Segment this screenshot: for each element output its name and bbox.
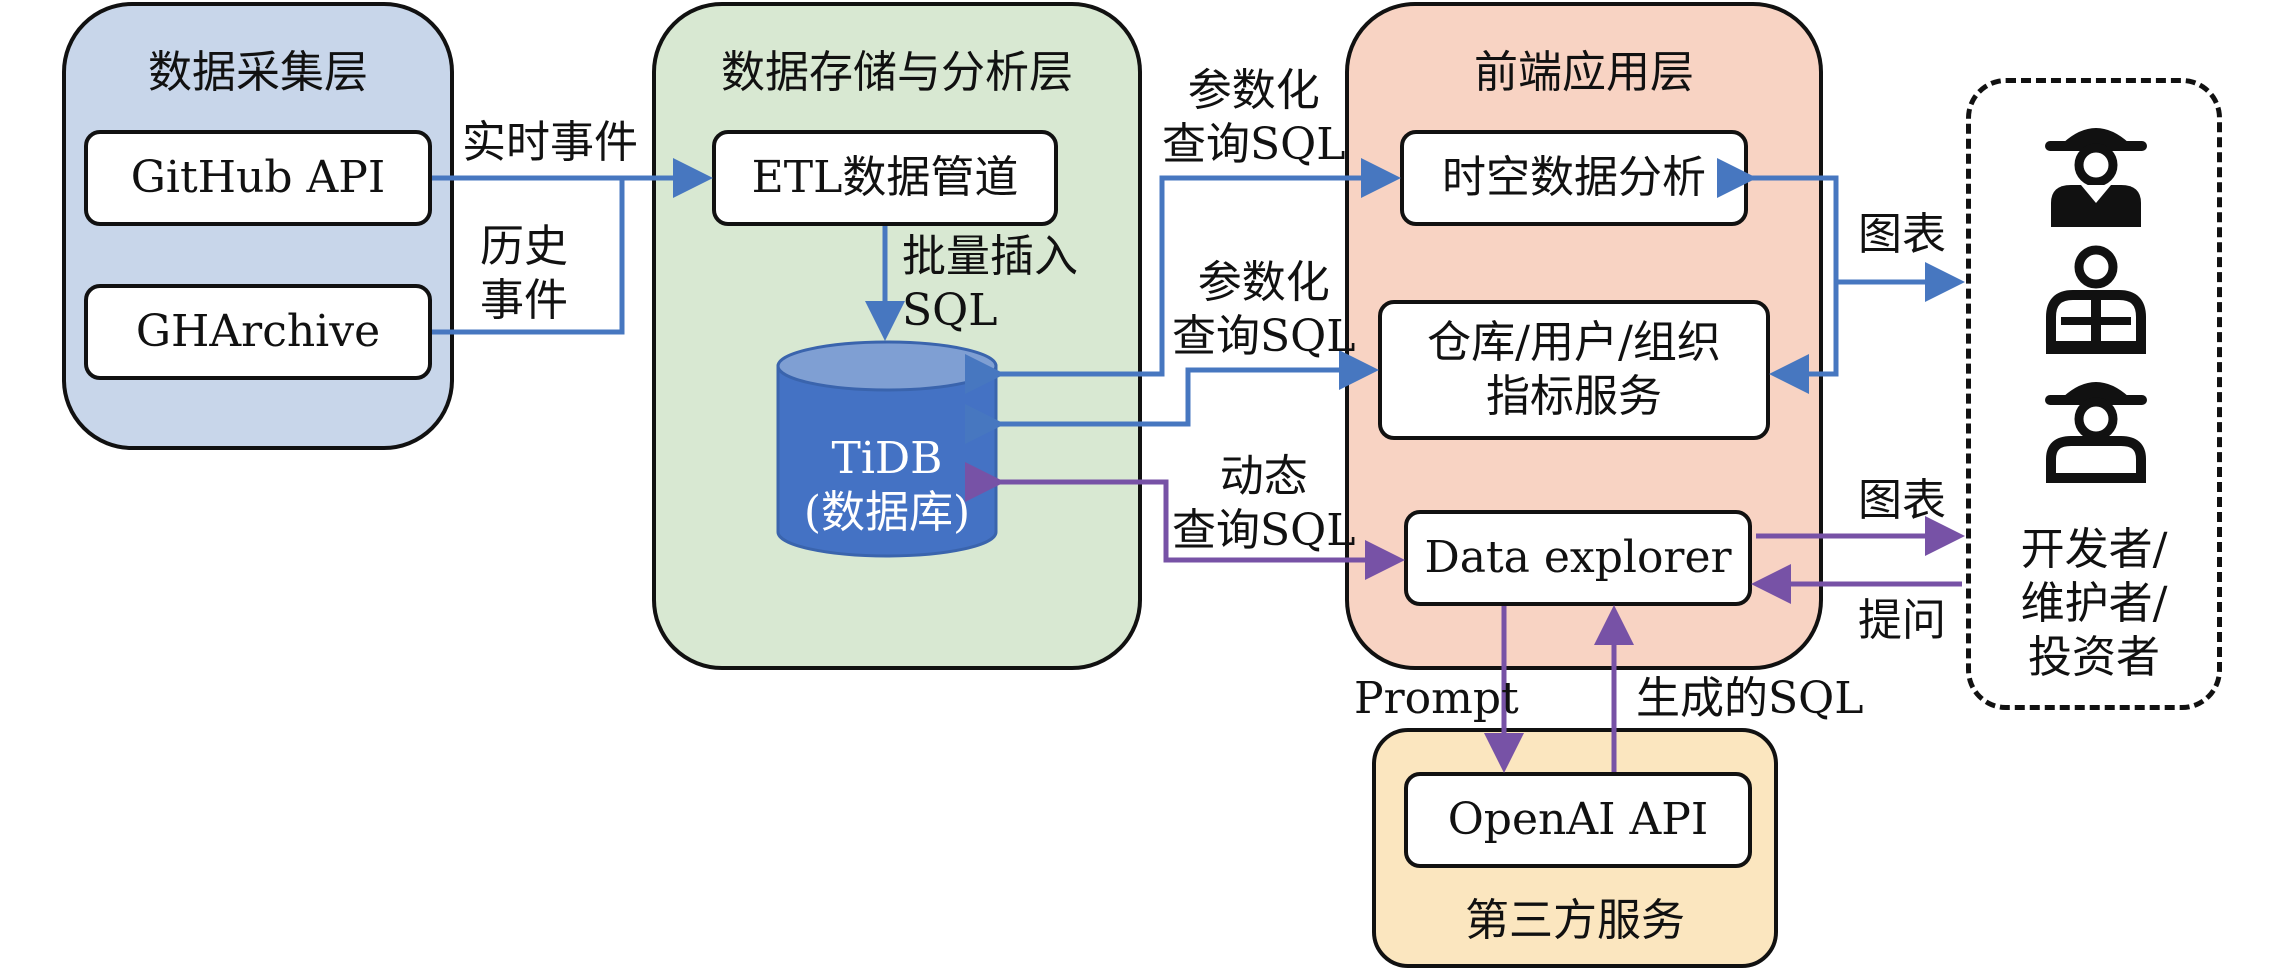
metrics-service-node: 仓库/用户/组织 指标服务 xyxy=(1378,300,1770,440)
person-with-hat-icon xyxy=(2045,382,2147,483)
arrow-gharchive-to-etl xyxy=(432,178,625,335)
label-generated-sql: 生成的SQL xyxy=(1636,673,1864,724)
metrics-service-line2: 指标服务 xyxy=(1486,371,1662,422)
label-batch-line1: 批量插入 xyxy=(902,231,1078,282)
label-charts-2: 图表 xyxy=(1858,475,1946,526)
label-param-sql-1: 参数化 查询SQL xyxy=(1162,64,1345,172)
openai-api-node: OpenAI API xyxy=(1404,772,1752,868)
arrow-frontend-to-users xyxy=(1717,158,1839,394)
person-with-hat-icon xyxy=(2045,128,2147,227)
person-icon xyxy=(2046,245,2146,354)
label-ask: 提问 xyxy=(1858,595,1946,646)
github-api-node: GitHub API xyxy=(84,130,432,226)
tidb-database-node: TiDB (数据库) xyxy=(774,340,1000,558)
third-party-layer-title: 第三方服务 xyxy=(1465,895,1685,946)
label-param2-line1: 参数化 xyxy=(1197,257,1330,308)
label-realtime-events: 实时事件 xyxy=(462,117,638,168)
spatiotemporal-analysis-node: 时空数据分析 xyxy=(1400,130,1748,226)
label-prompt: Prompt xyxy=(1354,673,1519,724)
tidb-label-line1: TiDB xyxy=(831,433,943,484)
label-param1-line2: 查询SQL xyxy=(1162,119,1346,170)
label-dynamic-sql: 动态 查询SQL xyxy=(1172,450,1355,558)
label-param1-line1: 参数化 xyxy=(1187,65,1320,116)
database-cylinder-icon xyxy=(776,340,998,558)
label-charts-1: 图表 xyxy=(1858,209,1946,260)
label-dynamic-line1: 动态 xyxy=(1219,451,1308,502)
label-param-sql-2: 参数化 查询SQL xyxy=(1172,256,1355,364)
collection-layer-title: 数据采集层 xyxy=(148,47,368,98)
label-history-events: 历史 事件 xyxy=(480,220,568,328)
arrow-tidb-metrics xyxy=(965,350,1379,444)
tidb-label-line2: (数据库) xyxy=(803,487,971,538)
arrow-tidb-data-explorer xyxy=(965,462,1405,580)
metrics-service-line1: 仓库/用户/组织 xyxy=(1427,317,1721,368)
label-history-line1: 历史 xyxy=(480,221,568,272)
label-dynamic-line2: 查询SQL xyxy=(1172,505,1356,556)
label-history-line2: 事件 xyxy=(480,275,568,326)
users-group: 开发者/ 维护者/ 投资者 xyxy=(1966,78,2222,710)
label-batch-line2: SQL xyxy=(902,285,998,336)
gharchive-node: GHArchive xyxy=(84,284,432,380)
label-param2-line2: 查询SQL xyxy=(1172,311,1356,362)
users-label: 开发者/ 维护者/ 投资者 xyxy=(2020,524,2168,683)
frontend-layer-title: 前端应用层 xyxy=(1474,47,1694,98)
label-batch-insert: 批量插入 SQL xyxy=(902,230,1078,338)
storage-layer-title: 数据存储与分析层 xyxy=(721,47,1073,98)
data-explorer-node: Data explorer xyxy=(1404,510,1752,606)
